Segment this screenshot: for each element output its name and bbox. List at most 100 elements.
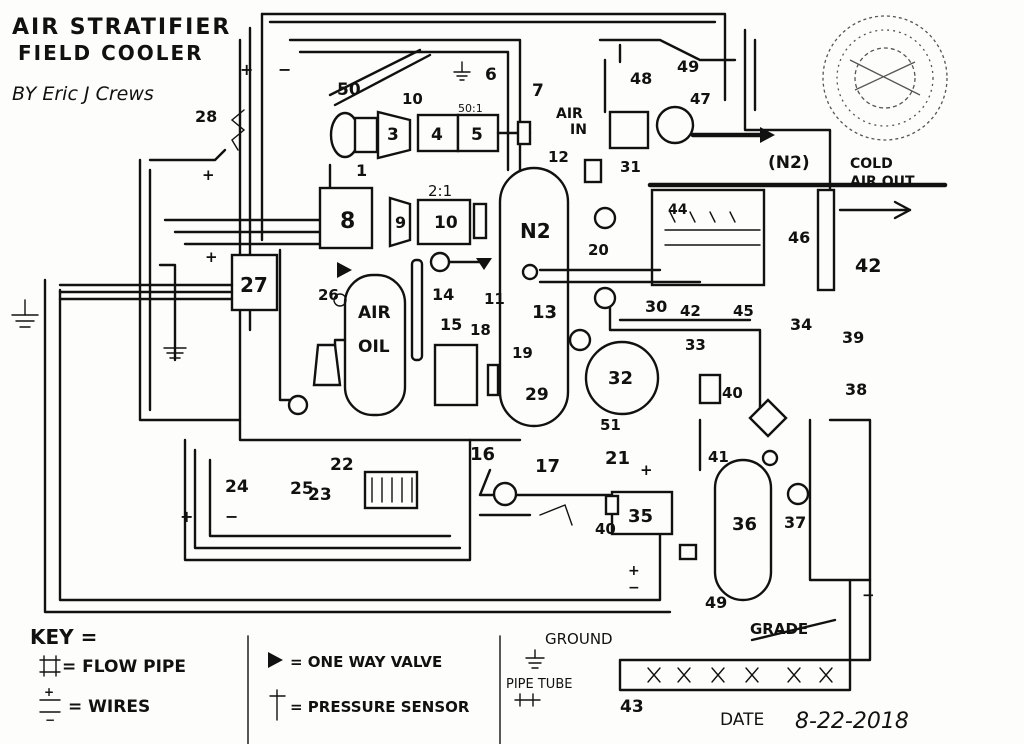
resistor-28 [230, 109, 246, 151]
label-29: 29 [525, 385, 549, 405]
ground-icon-mid [163, 339, 187, 359]
ground-loop-43 [647, 667, 833, 683]
label-9: 9 [395, 213, 406, 232]
label-34: 34 [790, 315, 812, 334]
label-oil: OIL [358, 337, 390, 357]
label-50: 50 [337, 80, 361, 100]
label-air: AIR [358, 303, 391, 323]
pump-37 [786, 482, 810, 506]
valve-39 [748, 398, 788, 438]
label-35: 35 [628, 506, 653, 527]
label-24: 24 [225, 477, 249, 497]
label-22: 22 [330, 455, 354, 475]
label-41: 41 [708, 448, 729, 466]
plus-frame: + [180, 507, 193, 526]
key-pressure-sensor: = PRESSURE SENSOR [290, 698, 470, 716]
label-grade: GRADE [750, 620, 808, 638]
key-pressure-sensor-icon [269, 689, 286, 721]
label-15: 15 [440, 315, 462, 334]
key-one-way-valve-icon [268, 652, 283, 668]
label-44: 44 [668, 202, 688, 218]
pump-bottom [492, 481, 518, 507]
compressor-32 [584, 340, 660, 416]
label-45: 45 [733, 302, 754, 320]
title-line2: FIELD COOLER [18, 41, 204, 65]
minus-frame: − [225, 507, 238, 526]
outer-pipe-frame [43, 12, 872, 692]
label-3: 3 [387, 125, 399, 145]
flow-pipe-icon [39, 655, 61, 677]
label-33: 33 [685, 336, 706, 354]
chiller-unit-44 [650, 188, 766, 287]
date-value: 8-22-2018 [795, 709, 909, 734]
radiator-23 [363, 470, 419, 510]
label-30: 30 [645, 297, 667, 316]
key-one-way-valve: = ONE WAY VALVE [290, 653, 442, 671]
compressor-train-top [328, 48, 532, 202]
label-38: 38 [845, 380, 867, 399]
label-43: 43 [620, 697, 644, 717]
wires-icon: + − [39, 685, 61, 727]
heat-exchanger-16 [433, 343, 479, 407]
label-1: 1 [356, 161, 367, 180]
one-way-valve-icon-2 [476, 258, 492, 270]
key-flow-pipe: = FLOW PIPE [62, 657, 186, 677]
date-label: DATE [720, 710, 764, 730]
label-n2-top: (N2) [768, 153, 810, 173]
pump-25 [287, 394, 309, 416]
ratio-50-to-1: 50:1 [458, 102, 483, 115]
label-cold: COLD [850, 156, 893, 172]
motor-8 [318, 186, 374, 250]
label-36: 36 [732, 514, 757, 535]
filter-12 [583, 158, 603, 184]
pump-47 [655, 105, 695, 145]
diffuser-42 [816, 188, 836, 292]
label-23: 23 [308, 485, 332, 505]
label-25: 25 [290, 479, 314, 499]
label-12: 12 [548, 148, 569, 166]
ratio-2-to-1: 2:1 [428, 182, 452, 200]
label-49-top: 49 [677, 57, 699, 76]
tank-36 [713, 458, 773, 602]
label-10-top: 10 [402, 90, 423, 108]
label-49-bottom: 49 [705, 593, 727, 612]
label-42-inner: 42 [680, 302, 701, 320]
plus-27: + [205, 248, 218, 266]
ground-icon [453, 61, 471, 81]
label-11: 11 [484, 290, 505, 308]
label-air-in-2: IN [570, 122, 587, 138]
label-air-out: AIR OUT [850, 174, 915, 190]
label-14: 14 [432, 285, 454, 304]
burner-24 [312, 343, 342, 387]
label-7: 7 [532, 81, 544, 101]
nitrogen-tank [498, 166, 570, 428]
label-18: 18 [470, 321, 491, 339]
label-8: 8 [340, 209, 355, 234]
key-ground: GROUND [545, 630, 613, 648]
label-21: 21 [605, 448, 630, 469]
controller-27 [230, 253, 279, 312]
one-way-valve-icon [337, 262, 352, 278]
title-author: BY Eric J Crews [12, 83, 154, 105]
label-16: 16 [470, 444, 495, 465]
legend-key: KEY = = FLOW PIPE + − = WIRES = ONE WAY … [30, 625, 613, 744]
label-17: 17 [535, 456, 560, 477]
label-5: 5 [471, 125, 483, 145]
label-13: 13 [532, 302, 557, 323]
controller-35 [610, 490, 674, 536]
label-39: 39 [842, 328, 864, 347]
label-20: 20 [588, 241, 609, 259]
plus-35: + [640, 461, 653, 479]
label-air-in-1: AIR [556, 106, 583, 122]
title-line1: AIR STRATIFIER [12, 15, 231, 40]
label-37: 37 [784, 513, 806, 532]
air-oil-tank [343, 273, 407, 417]
label-6: 6 [485, 65, 497, 85]
svg-text:+: + [44, 685, 54, 699]
stamp-seal-icon [822, 15, 948, 141]
key-wires: = WIRES [68, 697, 150, 717]
gearbox-10 [416, 198, 472, 246]
label-46: 46 [788, 228, 810, 247]
plus-28b: + [202, 166, 215, 184]
minus-grade: − [862, 586, 875, 604]
